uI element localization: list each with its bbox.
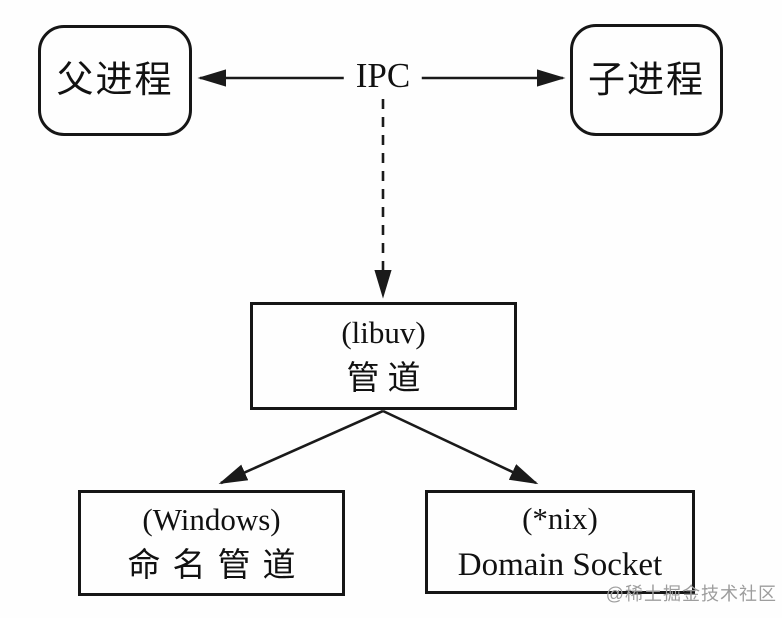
parent-process-label: 父进程 [56, 60, 174, 101]
ipc-edge-label: IPC [343, 57, 423, 96]
node-child-process: 子进程 [570, 24, 723, 136]
node-parent-process: 父进程 [38, 25, 192, 136]
windows-named-pipe-label-line1: (Windows) [142, 502, 281, 537]
node-windows-named-pipe: (Windows) 命名管道 [78, 490, 345, 596]
watermark-text: @稀土掘金技术社区 [605, 584, 777, 604]
nix-domain-socket-label-line2: Domain Socket [457, 547, 663, 583]
node-libuv-pipe: (libuv) 管道 [250, 302, 517, 410]
windows-named-pipe-label-line2: 命名管道 [127, 548, 308, 584]
libuv-pipe-label-line1: (libuv) [341, 315, 426, 350]
nix-domain-socket-label-line1: (*nix) [522, 501, 598, 536]
pipe-to-named-pipe-arrow [218, 409, 384, 485]
child-process-label: 子进程 [588, 59, 705, 101]
pipe-to-domain-socket-arrow [382, 409, 539, 485]
node-nix-domain-socket: (*nix) Domain Socket [425, 490, 695, 594]
libuv-pipe-label-line2: 管道 [346, 361, 429, 397]
